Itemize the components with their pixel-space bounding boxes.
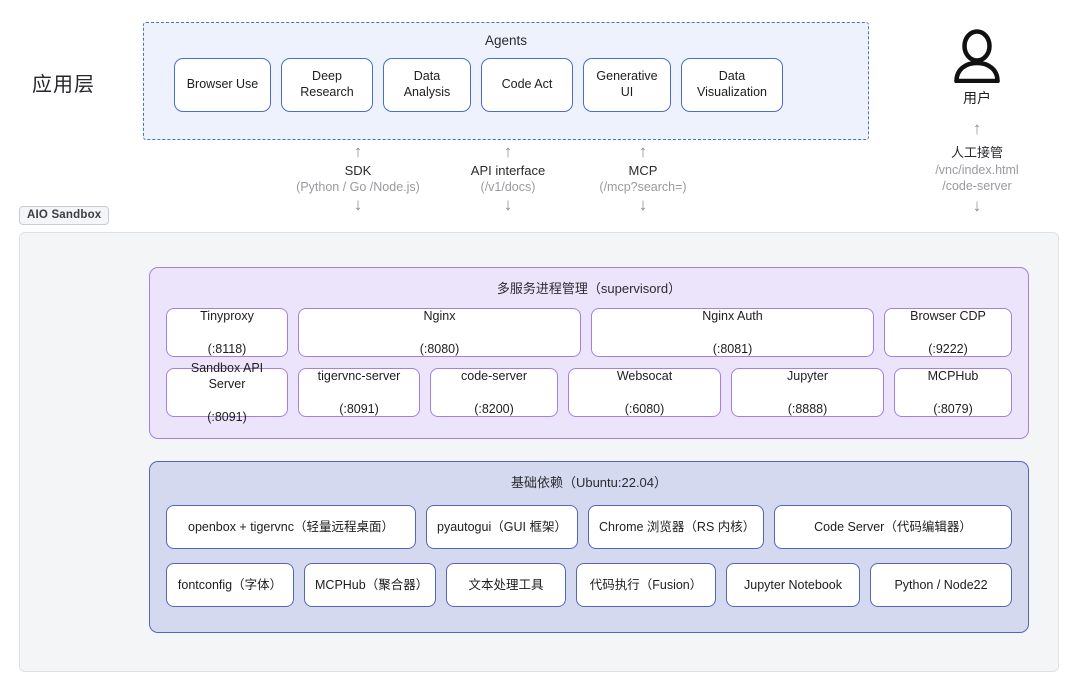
arrow-up-icon: ↑ (638, 142, 648, 161)
user-person-icon (892, 28, 1062, 84)
connector-mcp-title: MCP (628, 163, 658, 178)
base-cell-pyautogui[interactable]: pyautogui（GUI 框架） (426, 505, 578, 549)
service-cell-name: Sandbox API Server (190, 361, 264, 392)
user-handover-path-2: /code-server (942, 179, 1012, 193)
connector-api-detail: (/v1/docs) (480, 180, 536, 194)
service-row-2: Sandbox API Server (:8091) tigervnc-serv… (150, 361, 1028, 424)
agent-box-code-act[interactable]: Code Act (481, 58, 573, 112)
service-row-1: Tinyproxy (:8118) Nginx (:8080) Nginx Au… (150, 308, 1028, 357)
base-row-2: fontconfig（字体） MCPHub（聚合器） 文本处理工具 代码执行（F… (150, 563, 1028, 607)
service-cell-name: Nginx Auth (702, 309, 763, 324)
arrow-down-icon: ↓ (353, 194, 363, 214)
service-cell-port: (:8118) (207, 341, 247, 356)
arrow-up-icon: ↑ (353, 142, 363, 161)
service-cell-nginx[interactable]: Nginx (:8080) (298, 308, 581, 357)
service-cell-name: Jupyter (787, 369, 828, 384)
arrow-up-icon: ↑ (972, 119, 982, 138)
base-group-panel: 基础依赖（Ubuntu:22.04） openbox + tigervnc（轻量… (149, 461, 1029, 633)
arrow-down-icon: ↓ (638, 194, 648, 214)
service-cell-port: (:9222) (928, 341, 968, 356)
service-cell-port: (:8079) (933, 401, 973, 416)
service-cell-port: (:8081) (712, 341, 753, 356)
agent-box-data-analysis[interactable]: Data Analysis (383, 58, 471, 112)
connector-sdk-detail: (Python / Go /Node.js) (296, 180, 420, 194)
service-cell-port: (:8888) (787, 401, 828, 416)
service-cell-name: MCPHub (927, 369, 979, 384)
arrow-up-icon: ↑ (503, 142, 513, 161)
base-cell-code-server[interactable]: Code Server（代码编辑器） (774, 505, 1012, 549)
service-cell-websocat[interactable]: Websocat (:6080) (568, 368, 721, 417)
connector-sdk-title: SDK (344, 163, 372, 178)
service-cell-browser-cdp[interactable]: Browser CDP (:9222) (884, 308, 1012, 357)
service-group-title: 多服务进程管理（supervisord） (496, 281, 682, 296)
layer-label-application: 应用层 (32, 74, 95, 96)
service-cell-name: Nginx (423, 309, 456, 324)
agent-box-deep-research[interactable]: Deep Research (281, 58, 373, 112)
service-cell-nginx-auth[interactable]: Nginx Auth (:8081) (591, 308, 874, 357)
arrow-down-icon: ↓ (503, 194, 513, 214)
arrow-down-icon: ↓ (972, 196, 982, 215)
service-cell-tigervnc-server[interactable]: tigervnc-server (:8091) (298, 368, 420, 417)
user-handover-title: 人工接管 (950, 145, 1003, 160)
service-cell-name: code-server (461, 369, 527, 384)
service-cell-tinyproxy[interactable]: Tinyproxy (:8118) (166, 308, 288, 357)
base-group-title: 基础依赖（Ubuntu:22.04） (510, 475, 668, 490)
service-cell-port: (:8080) (419, 341, 460, 356)
service-cell-name: Browser CDP (910, 309, 986, 324)
base-cell-fontconfig[interactable]: fontconfig（字体） (166, 563, 294, 607)
service-cell-mcphub[interactable]: MCPHub (:8079) (894, 368, 1012, 417)
service-cell-code-server[interactable]: code-server (:8200) (430, 368, 558, 417)
connector-sdk: ↑ SDK (Python / Go /Node.js) ↓ (273, 143, 443, 215)
service-cell-port: (:8200) (474, 401, 514, 416)
agents-panel-title: Agents (484, 33, 528, 48)
agent-box-generative-ui[interactable]: Generative UI (583, 58, 671, 112)
user-handover-path-1: /vnc/index.html (935, 163, 1019, 177)
user-column: 用户 ↑ 人工接管 /vnc/index.html /code-server ↓ (892, 28, 1062, 214)
base-cell-mcphub[interactable]: MCPHub（聚合器） (304, 563, 436, 607)
base-cell-python-node22[interactable]: Python / Node22 (870, 563, 1012, 607)
base-row-1: openbox + tigervnc（轻量远程桌面） pyautogui（GUI… (150, 505, 1028, 549)
agents-row: Browser Use Deep Research Data Analysis … (144, 58, 868, 112)
service-group-panel: 多服务进程管理（supervisord） Tinyproxy (:8118) N… (149, 267, 1029, 439)
user-label: 用户 (963, 90, 991, 106)
connector-mcp-detail: (/mcp?search=) (599, 180, 687, 194)
connector-api-title: API interface (470, 163, 546, 178)
service-cell-port: (:6080) (624, 401, 665, 416)
agent-box-data-visualization[interactable]: Data Visualization (681, 58, 783, 112)
base-cell-text-tools[interactable]: 文本处理工具 (446, 563, 566, 607)
service-cell-name: tigervnc-server (317, 369, 401, 384)
service-cell-port: (:8091) (339, 401, 379, 416)
agents-panel: Agents Browser Use Deep Research Data An… (143, 22, 869, 140)
service-cell-sandbox-api-server[interactable]: Sandbox API Server (:8091) (166, 361, 288, 424)
base-cell-openbox-tigervnc[interactable]: openbox + tigervnc（轻量远程桌面） (166, 505, 416, 549)
service-cell-name: Websocat (616, 369, 673, 384)
agent-box-browser-use[interactable]: Browser Use (174, 58, 271, 112)
base-cell-chrome-browser[interactable]: Chrome 浏览器（RS 内核） (588, 505, 764, 549)
service-cell-jupyter[interactable]: Jupyter (:8888) (731, 368, 884, 417)
base-cell-code-exec-fusion[interactable]: 代码执行（Fusion） (576, 563, 716, 607)
connector-mcp: ↑ MCP (/mcp?search=) ↓ (558, 143, 728, 215)
connector-api: ↑ API interface (/v1/docs) ↓ (423, 143, 593, 215)
service-cell-port: (:8091) (207, 409, 247, 424)
aio-sandbox-badge: AIO Sandbox (19, 206, 110, 225)
base-cell-jupyter-notebook[interactable]: Jupyter Notebook (726, 563, 860, 607)
service-cell-name: Tinyproxy (200, 309, 254, 324)
